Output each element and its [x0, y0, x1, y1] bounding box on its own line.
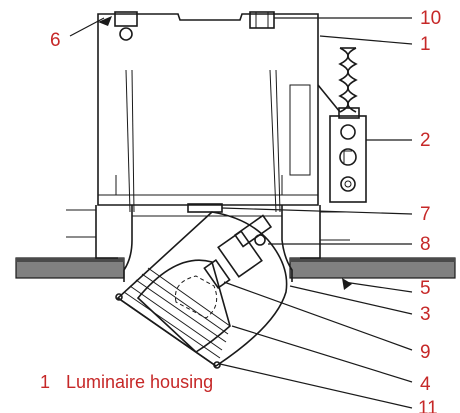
lamp — [174, 259, 231, 319]
luminaire-housing — [66, 13, 350, 259]
callout-6: 6 — [50, 30, 61, 51]
callout-10: 10 — [420, 8, 441, 29]
lamp-socket — [217, 214, 273, 278]
callout-labels: 1 2 3 4 5 6 7 8 9 10 11 — [50, 8, 441, 413]
callout-2: 2 — [420, 130, 431, 151]
lamp-head — [115, 211, 288, 369]
callout-11: 11 — [418, 398, 438, 413]
legend-text: Luminaire housing — [66, 372, 213, 392]
mounting-clip-right — [249, 11, 275, 29]
leader-lines — [69, 16, 413, 409]
mounting-clip-left — [114, 11, 138, 41]
lens-louvre — [115, 267, 231, 369]
legend: 1 Luminaire housing — [40, 372, 213, 392]
control-gear — [329, 115, 367, 203]
ceiling-slab — [15, 257, 456, 279]
supply-cable — [317, 47, 360, 119]
callout-1: 1 — [420, 34, 431, 55]
callout-9: 9 — [420, 342, 431, 363]
callout-5: 5 — [420, 278, 431, 299]
callout-3: 3 — [420, 304, 431, 325]
legend-number: 1 — [40, 372, 50, 392]
callout-8: 8 — [420, 234, 431, 255]
callout-4: 4 — [420, 374, 431, 395]
callout-7: 7 — [420, 204, 431, 225]
